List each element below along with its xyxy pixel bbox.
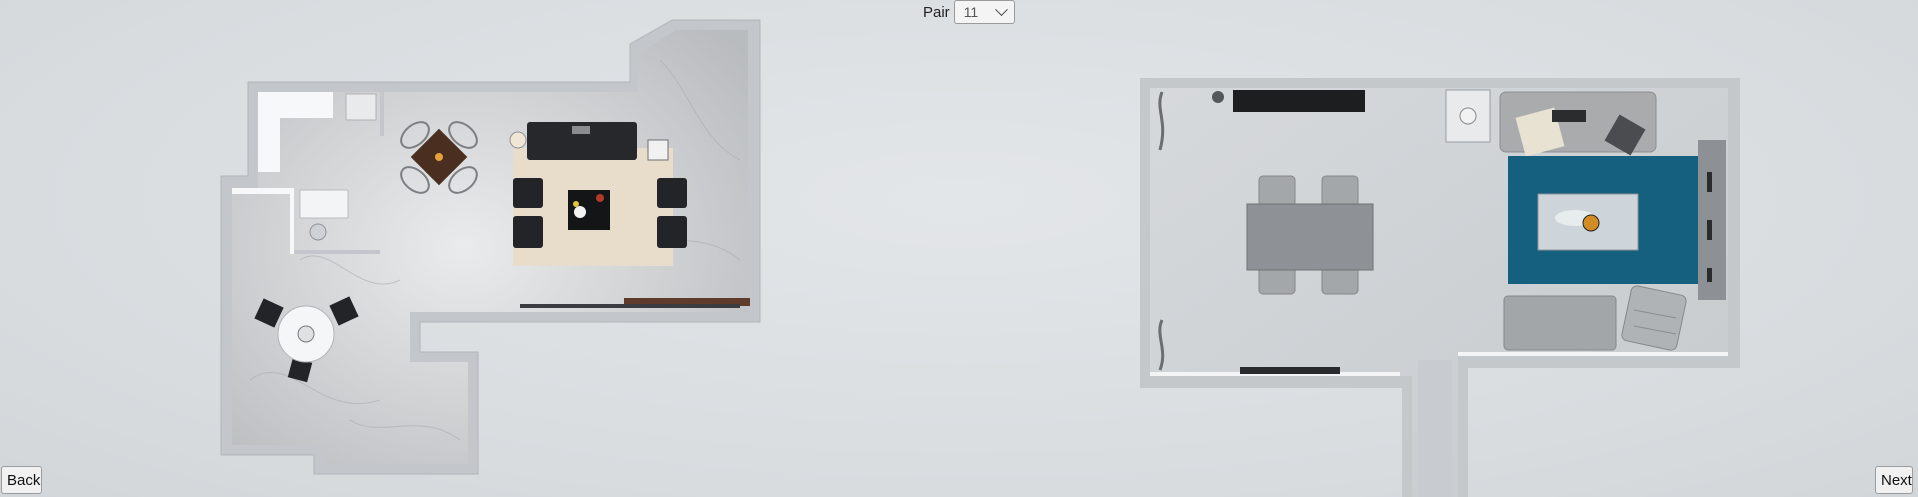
inner-wall-2 — [290, 250, 380, 254]
grey-sofa-bottom — [1503, 295, 1617, 351]
wall-divider — [232, 188, 292, 194]
sofa-cushion — [572, 126, 590, 134]
low-console — [1240, 367, 1340, 374]
right-wall-line — [1458, 352, 1728, 356]
pair-label: Pair — [923, 3, 950, 21]
inner-wall — [380, 92, 384, 136]
pouf-3 — [657, 178, 687, 208]
sofa-dark — [527, 122, 637, 160]
wall-divider-v — [290, 188, 294, 254]
pouf-4 — [657, 216, 687, 248]
ottoman — [1621, 285, 1687, 351]
corridor-floor — [1418, 360, 1452, 497]
dark-pillow — [1552, 110, 1586, 122]
coffee-table — [568, 190, 610, 230]
left-floorplan — [220, 19, 761, 475]
desk — [299, 189, 349, 219]
pair-dropdown[interactable]: 11 — [953, 0, 1015, 24]
wall-tv-unit — [1233, 90, 1365, 112]
right-floorplan — [1140, 78, 1740, 497]
kitchen-appliance — [345, 93, 377, 121]
back-button[interactable]: Back — [1, 466, 42, 494]
pair-dropdown-value: 11 — [963, 4, 979, 20]
tv-console — [624, 298, 750, 306]
grey-dining-set — [1246, 175, 1374, 295]
pair-selector-bar: Pair 11 — [923, 0, 1015, 24]
plant-left-bottom — [1158, 319, 1165, 371]
next-button[interactable]: Next — [1875, 466, 1913, 494]
window-strip — [520, 304, 740, 308]
dark-cushion — [1604, 114, 1646, 156]
desk-chair — [309, 223, 327, 241]
kitchen-counter-side — [258, 92, 280, 172]
plant-left-top — [1158, 91, 1165, 151]
ottoman-tufting — [1633, 309, 1677, 335]
side-lamp — [509, 131, 527, 149]
pouf-1 — [513, 178, 543, 208]
side-table — [647, 139, 669, 161]
bowl — [1582, 214, 1600, 232]
pouf-2 — [513, 216, 543, 248]
pendant-lamp — [1212, 91, 1224, 103]
round-dining-set — [254, 296, 359, 383]
